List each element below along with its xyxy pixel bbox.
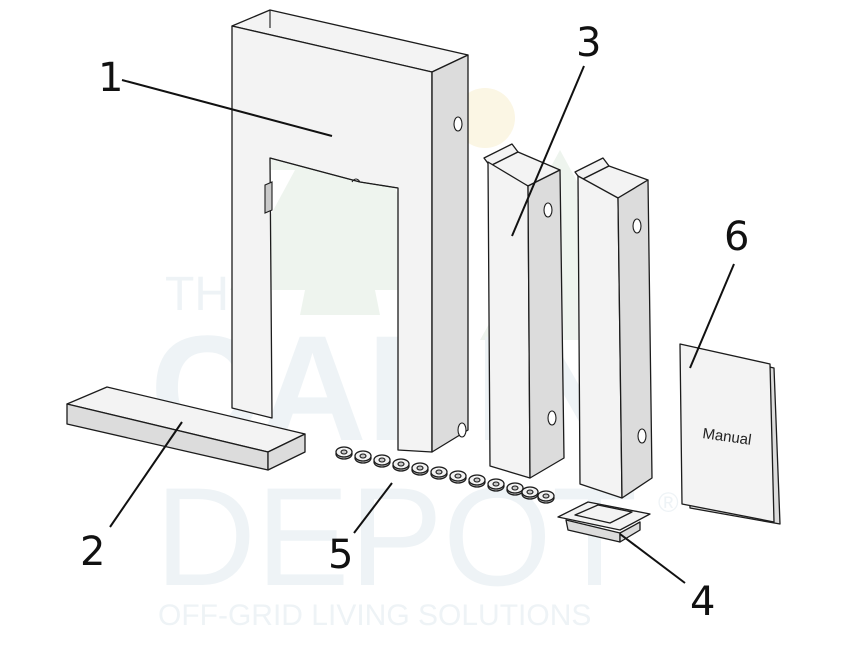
part-4-bracket <box>557 501 651 543</box>
callout-3: 3 <box>576 20 601 66</box>
part-1-shroud-panel <box>231 9 469 453</box>
watermark-line3: DEPOT <box>155 458 637 615</box>
watermark-sun-icon <box>455 88 515 148</box>
callout-6: 6 <box>724 214 749 260</box>
part-5-nuts <box>335 446 555 504</box>
callout-1: 1 <box>98 55 123 101</box>
leader-4 <box>619 533 686 584</box>
leader-lines <box>109 65 735 584</box>
watermark-tagline: OFF-GRID LIVING SOLUTIONS <box>158 599 591 632</box>
callout-4: 4 <box>690 579 715 625</box>
watermark-registered: ® <box>658 487 679 518</box>
part-3-channel-right <box>574 157 653 499</box>
part-6-manual: Manual <box>679 343 781 525</box>
leader-1 <box>121 79 333 137</box>
leader-5 <box>353 482 393 534</box>
part-2-base-cap <box>66 386 306 471</box>
manual-label: Manual <box>701 425 752 449</box>
part-3-channel-left <box>483 143 565 479</box>
leader-2 <box>109 421 183 528</box>
leader-6 <box>689 263 735 369</box>
callouts: 1 2 3 4 5 6 <box>80 20 749 625</box>
leader-3 <box>511 65 585 237</box>
callout-2: 2 <box>80 529 105 575</box>
callout-5: 5 <box>328 532 353 578</box>
